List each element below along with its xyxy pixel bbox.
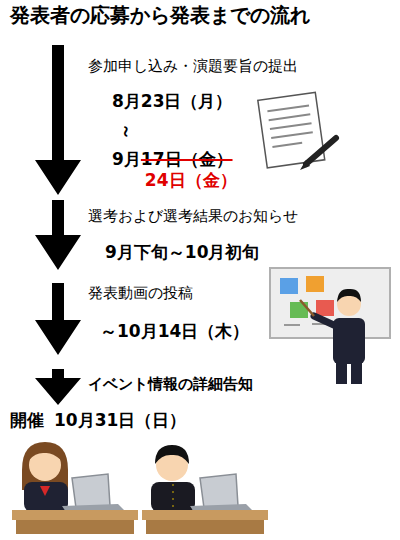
date-text: ～10月14日（木） [100, 321, 249, 341]
down-arrow [35, 283, 81, 355]
hair [155, 445, 189, 464]
teacher-illustration [270, 268, 390, 384]
desk-front [146, 520, 264, 534]
date-text: 9月 [112, 149, 141, 169]
pen-body [306, 138, 336, 164]
laptop-screen [200, 474, 238, 508]
sticky-note [316, 300, 334, 316]
event-date: 10月31日（日） [54, 410, 186, 430]
sticky-note [280, 278, 298, 294]
step-heading: 発表動画の投稿 [88, 284, 193, 302]
paper-line [269, 114, 311, 120]
paper-line [271, 132, 313, 138]
down-arrow [35, 200, 81, 270]
pen-tip [300, 160, 310, 170]
student-boy-illustration [142, 445, 268, 534]
new-date: 24日（金） [145, 170, 237, 190]
down-arrow [35, 369, 81, 405]
paper-line [270, 123, 312, 129]
board-line [284, 324, 300, 326]
desk-top [12, 510, 138, 520]
cancelled-date: 17日（金） [141, 149, 233, 169]
range-mark: ～ [116, 123, 136, 140]
leg [336, 362, 347, 384]
ribbon [40, 486, 50, 496]
date-text: 9月下旬～10月初旬 [105, 242, 260, 262]
bangs [29, 446, 61, 460]
diagram-title: 発表者の応募から発表までの流れ [10, 3, 310, 27]
step-heading: 選考および選考結果のお知らせ [88, 207, 298, 225]
desk-front [16, 520, 134, 534]
pointer-stick [300, 300, 314, 316]
desk-top [142, 510, 268, 520]
paper-line [272, 143, 302, 147]
date-text: 8月23日（月） [112, 91, 233, 111]
uniform-body [24, 482, 68, 512]
flow-arrows [35, 45, 81, 405]
leg [351, 362, 362, 384]
paper-line [267, 105, 309, 111]
down-arrow [35, 45, 81, 195]
board [270, 268, 390, 338]
student-girl-illustration [12, 442, 138, 534]
event-label: 開催 [10, 410, 44, 430]
step-heading: 参加申し込み・演題要旨の提出 [88, 57, 298, 75]
sticky-note [306, 276, 324, 292]
step-heading: イベント情報の詳細告知 [88, 375, 253, 393]
hair [337, 289, 361, 302]
uniform-body [151, 482, 195, 512]
laptop-screen [72, 474, 110, 508]
uniform-buttons [173, 484, 174, 510]
pointing-arm [314, 316, 336, 326]
pen-icon [300, 138, 336, 170]
